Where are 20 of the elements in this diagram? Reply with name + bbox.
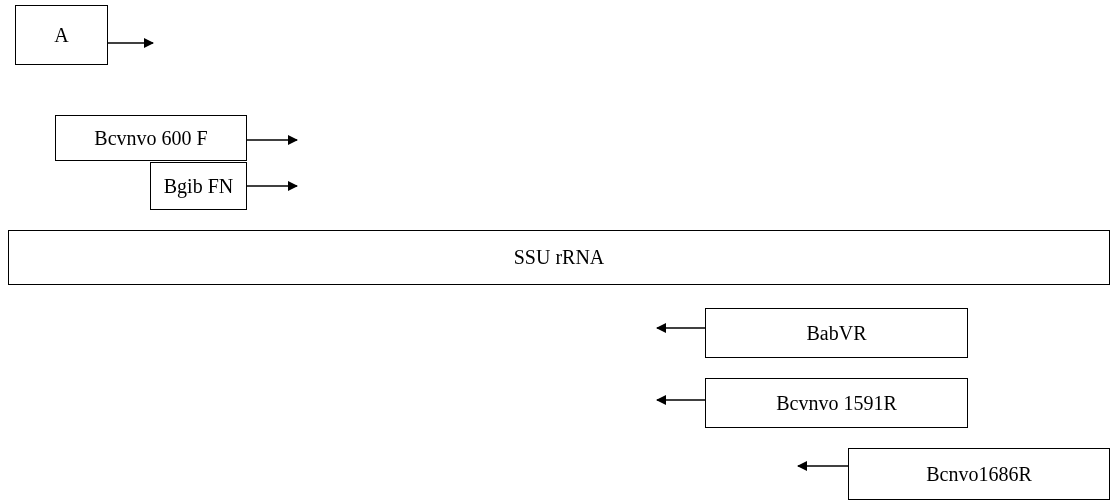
primer-label: SSU rRNA [513,246,605,269]
primer-box [15,5,108,65]
primer-box [705,378,968,428]
primer-label: Bgib FN [163,174,234,198]
primer-label: BabVR [806,321,867,345]
arrow [797,461,849,471]
primer-label: Bcnvo1686R [926,462,1032,486]
arrow [246,181,298,191]
primer-label: Bcvnvo 600 F [94,126,208,150]
arrow [656,323,706,333]
arrow [246,135,298,145]
arrow [107,38,154,48]
primer-box [55,115,247,161]
primer-box [150,162,247,210]
gene-bar [8,230,1110,285]
arrow [656,395,706,405]
primer-box [705,308,968,358]
primer-label: A [54,23,69,47]
primer-box [848,448,1110,500]
primer-label: Bcvnvo 1591R [776,391,897,415]
